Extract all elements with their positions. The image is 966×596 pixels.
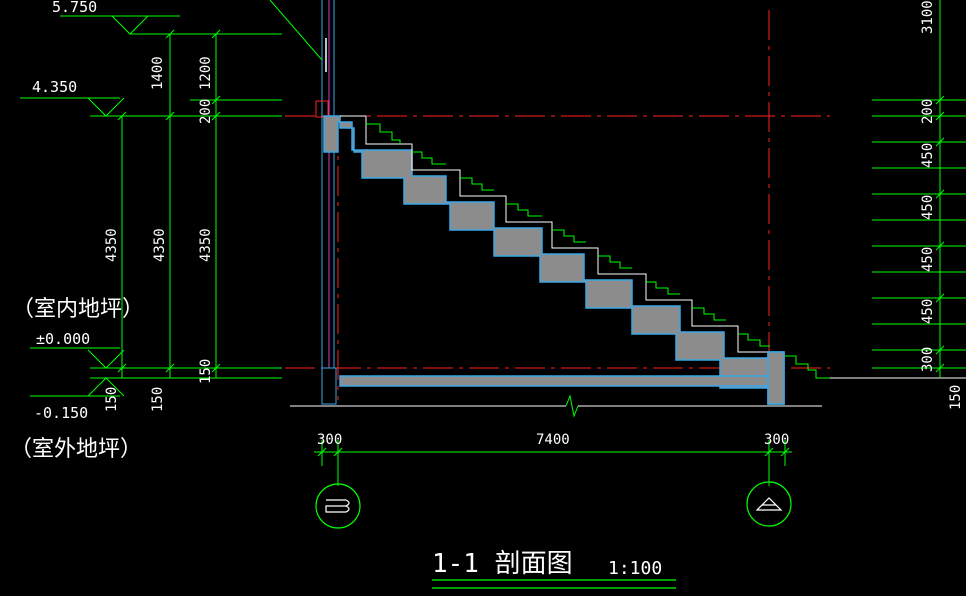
dim-right-3100: 3100	[920, 0, 936, 34]
dim-bottom-300-right: 300	[764, 432, 789, 448]
title-underline	[432, 579, 676, 589]
bottom-dimensions	[314, 440, 792, 486]
axis-lines	[285, 10, 830, 405]
dim-right-450-4: 450	[920, 299, 936, 324]
left-dimensions	[20, 15, 282, 397]
axis-b-glyph	[325, 499, 350, 513]
dim-left-1200: 1200	[198, 56, 214, 90]
axis-a-glyph	[755, 497, 783, 511]
dim-right-450-2: 450	[920, 195, 936, 220]
leader-line	[269, 0, 323, 61]
axis-bubble-left[interactable]	[315, 483, 361, 529]
dim-right-450-1: 450	[920, 143, 936, 168]
axis-bubble-right[interactable]	[746, 481, 792, 527]
stair-slab	[323, 115, 785, 405]
elevation-top: 5.750	[52, 0, 97, 16]
dim-right-150: 150	[948, 385, 964, 410]
outdoor-ground-label: （室外地坪）	[10, 437, 142, 462]
indoor-floor-label: （室内地坪）	[12, 297, 144, 322]
dim-left-1400: 1400	[150, 56, 166, 90]
dim-left-4350-a: 4350	[104, 228, 120, 262]
stair-section	[323, 115, 830, 405]
ground-beam	[290, 351, 966, 418]
left-wall	[269, 0, 337, 405]
section-scale: 1:100	[608, 558, 662, 579]
stair-nosing-lines	[366, 123, 830, 379]
section-title: 1-1 剖面图	[432, 549, 573, 579]
dim-left-4350-b: 4350	[152, 228, 168, 262]
dim-bottom-300-left: 300	[317, 432, 342, 448]
dim-left-4350-c: 4350	[198, 228, 214, 262]
elevation-mid: 4.350	[32, 78, 77, 96]
dim-left-150-a: 150	[104, 387, 120, 412]
dim-right-300: 300	[920, 347, 936, 372]
dim-left-150-b: 150	[150, 387, 166, 412]
elevation-outdoor: -0.150	[34, 404, 88, 422]
right-dimensions	[872, 0, 966, 378]
elevation-floor: ±0.000	[36, 330, 90, 348]
dim-left-200: 200	[198, 99, 214, 124]
dim-right-200: 200	[920, 99, 936, 124]
dim-left-150-c: 150	[198, 359, 214, 384]
stair-tread-outline	[340, 115, 784, 353]
dim-bottom-7400: 7400	[536, 432, 570, 448]
dim-right-450-3: 450	[920, 247, 936, 272]
text-layer: 5.750 4.350 （室内地坪） ±0.000 -0.150 （室外地坪） …	[10, 0, 964, 579]
